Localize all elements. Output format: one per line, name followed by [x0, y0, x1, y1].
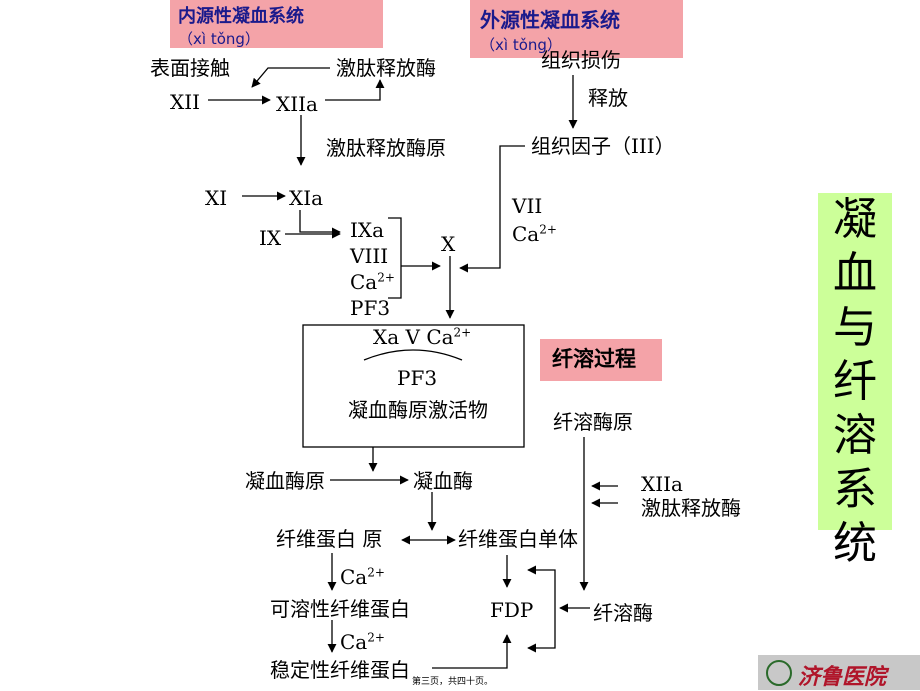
label-fibrin-monomer: 纤维蛋白单体: [458, 527, 578, 551]
label-kallikrein: 激肽释放酶: [336, 56, 436, 80]
arrow-xiia-kallikrein: [325, 79, 385, 101]
label-x: X: [441, 232, 456, 256]
side-title-box: 凝血与纤溶系统: [818, 193, 892, 569]
ca-sup: 2+: [539, 222, 557, 237]
arrow-tissuefactor-x: [459, 145, 525, 273]
side-title-char: 纤: [833, 356, 877, 407]
label-stable-fibrin: 稳定性纤维蛋白: [270, 658, 410, 682]
intrinsic-title: 内源性凝血系统: [178, 6, 304, 27]
ca-text: Ca: [512, 222, 540, 246]
label-vii: VII: [512, 194, 543, 218]
label-surface-contact: 表面接触: [150, 56, 230, 80]
label-plasmin: 纤溶酶: [593, 601, 653, 625]
intrinsic-title-box: 内源性凝血系统 （xì tǒng）: [170, 0, 383, 48]
logo-text: 济鲁医院: [798, 664, 887, 690]
label-kallikrein-right: 激肽释放酶: [641, 496, 741, 520]
label-soluble-fibrin: 可溶性纤维蛋白: [270, 597, 410, 621]
label-xiia: XIIa: [276, 92, 318, 116]
ca-sup: 2+: [377, 270, 395, 285]
arrow-xia-ixa: [299, 210, 341, 237]
label-thrombin: 凝血酶: [413, 469, 473, 493]
bracket-fdp-right: [527, 565, 556, 653]
ca-sup: 2+: [367, 630, 385, 645]
ca-text: Ca: [340, 630, 368, 654]
label-prekallikrein: 激肽释放酶原: [326, 136, 446, 160]
label-xia: XIa: [289, 186, 324, 210]
extrinsic-title: 外源性凝血系统: [480, 8, 620, 32]
label-ca-extrinsic: Ca2+: [512, 222, 557, 246]
label-xi: XI: [205, 186, 228, 210]
side-title-char: 溶: [833, 410, 877, 461]
label-viii: VIII: [350, 244, 389, 268]
side-title-char: 系: [833, 464, 877, 515]
side-title-char: 凝: [833, 194, 877, 245]
ca-sup: 2+: [367, 565, 385, 580]
ca-text: Ca: [350, 270, 378, 294]
ca-sup: 2+: [453, 325, 472, 340]
extrinsic-title-box: 外源性凝血系统 （xì tǒng）: [470, 0, 683, 58]
label-fdp: FDP: [490, 598, 534, 622]
side-title-char: 与: [833, 302, 877, 353]
label-xii: XII: [170, 90, 201, 114]
arrow-stable-fdp: [432, 634, 512, 669]
fibrinolysis-title: 纤溶过程: [552, 347, 636, 371]
side-title-char: 统: [833, 518, 877, 569]
label-pf3-tenase: PF3: [350, 296, 391, 320]
prothrombinase-text: Xa V Ca: [373, 325, 454, 349]
label-ix: IX: [259, 226, 282, 250]
label-prothrombin-activator: 凝血酶原激活物: [348, 398, 488, 422]
label-release: 释放: [588, 86, 628, 110]
page-footer: 第三页，共四十页。: [412, 677, 494, 687]
label-tissue-injury: 组织损伤: [541, 48, 621, 72]
label-ixa: IXa: [350, 218, 385, 242]
intrinsic-pinyin: （xì tǒng）: [178, 30, 260, 48]
label-prothrombinase: Xa V Ca2+: [373, 325, 471, 349]
prothrombinase-box: [302, 324, 525, 448]
ca-text: Ca: [340, 565, 368, 589]
extrinsic-pinyin: （xì tǒng）: [480, 36, 562, 54]
logo-emblem-icon: [766, 660, 792, 686]
side-title: 凝血与纤溶系统: [818, 193, 892, 571]
label-ca-1: Ca2+: [340, 565, 385, 589]
side-title-char: 血: [833, 248, 877, 299]
label-box-pf3: PF3: [397, 366, 438, 390]
bracket-tenase: [388, 217, 402, 299]
label-plasminogen: 纤溶酶原: [553, 410, 633, 434]
arrow-kallikrein-surface: [251, 67, 330, 88]
label-ca-tenase: Ca2+: [350, 270, 395, 294]
label-ca-2: Ca2+: [340, 630, 385, 654]
label-fibrinogen: 纤维蛋白 原: [276, 527, 383, 551]
fibrinolysis-title-box: 纤溶过程: [540, 339, 662, 381]
hospital-logo: 济鲁医院: [758, 655, 920, 690]
box-arc: [363, 349, 463, 361]
label-tissue-factor: 组织因子（III）: [531, 134, 675, 158]
label-xiia-right: XIIa: [641, 472, 683, 496]
label-prothrombin: 凝血酶原: [245, 469, 325, 493]
